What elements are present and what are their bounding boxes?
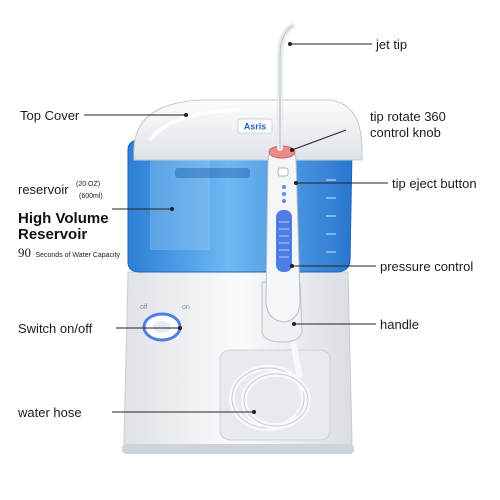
label-water-hose: water hose bbox=[18, 405, 82, 420]
power-switch[interactable] bbox=[142, 312, 182, 342]
measurement-scale bbox=[326, 179, 336, 253]
pointer-lines bbox=[84, 43, 388, 413]
switch-off-text: off bbox=[140, 304, 148, 311]
label-pressure-control: pressure control bbox=[380, 259, 474, 274]
label-tip-eject: tip eject button bbox=[392, 176, 477, 191]
pointer-dots bbox=[170, 42, 298, 414]
label-tip-rotate-line1: tip rotate 360 bbox=[370, 109, 446, 124]
switch-on-text: on bbox=[182, 304, 190, 311]
capacity-text: Seconds of Water Capacity bbox=[35, 252, 121, 259]
pointer-tip-rotate bbox=[291, 129, 347, 151]
label-reservoir: reservoir bbox=[18, 182, 69, 197]
label-reservoir-oz: (20 OZ) bbox=[76, 181, 101, 188]
high-volume-line2: Reservoir bbox=[18, 226, 88, 243]
water-hose bbox=[219, 329, 331, 441]
capacity-caption: 90 Seconds of Water Capacity bbox=[18, 244, 120, 262]
brand-plate bbox=[237, 118, 273, 134]
high-volume-title: High Volume Reservoir bbox=[18, 211, 109, 243]
capacity-number: 90 bbox=[18, 245, 31, 260]
high-volume-line1: High Volume bbox=[18, 210, 109, 227]
label-jet-tip: jet tip bbox=[376, 37, 408, 52]
label-handle: handle bbox=[380, 317, 420, 332]
label-switch: Switch on/off bbox=[18, 321, 93, 336]
label-top-cover: Top Cover bbox=[20, 108, 80, 123]
brand-text: Asris bbox=[244, 122, 267, 132]
label-tip-rotate-line2: control knob bbox=[370, 125, 441, 140]
tip-eject-button[interactable] bbox=[277, 167, 289, 177]
label-reservoir-ml: (600ml) bbox=[79, 193, 103, 200]
